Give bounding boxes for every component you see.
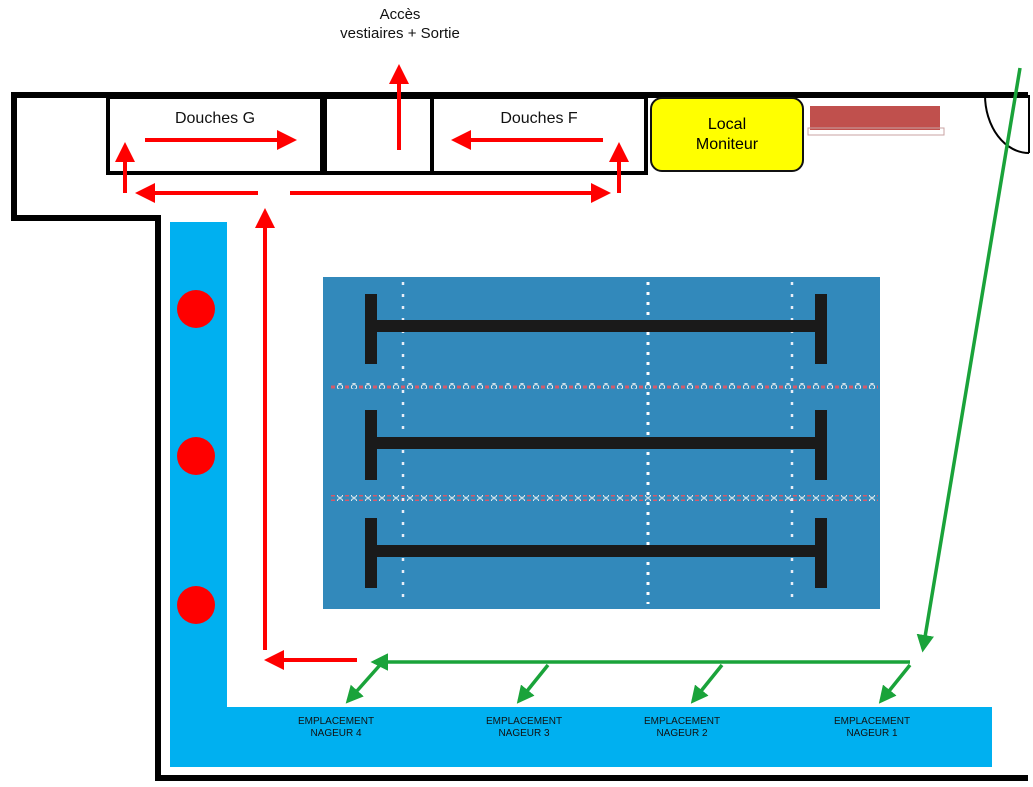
deck-bottom <box>170 707 992 767</box>
bench <box>810 106 940 130</box>
lane-line <box>365 437 827 449</box>
exit-flow <box>345 67 1022 704</box>
emplacement-nageur-2: EMPLACEMENT NAGEUR 2 <box>622 716 742 740</box>
douches-g-label: Douches G <box>174 110 256 127</box>
emplacement-line2: NAGEUR 1 <box>846 728 898 739</box>
local-moniteur-box: Local Moniteur <box>650 97 804 172</box>
marker-dot <box>177 437 215 475</box>
emplacement-line1: EMPLACEMENT <box>485 716 563 727</box>
lane-line <box>365 320 827 332</box>
lane-line <box>365 545 827 557</box>
acces-line1: Accès <box>379 6 421 23</box>
emplacement-line1: EMPLACEMENT <box>297 716 375 727</box>
emplacement-nageur-3: EMPLACEMENT NAGEUR 3 <box>464 716 584 740</box>
marker-dot <box>177 586 215 624</box>
vestiaire-passage <box>323 95 434 175</box>
emplacement-line2: NAGEUR 2 <box>656 728 708 739</box>
acces-vestiaires-label: Accès vestiaires + Sortie <box>300 6 500 44</box>
emplacement-nageur-4: EMPLACEMENT NAGEUR 4 <box>276 716 396 740</box>
marker-dot <box>177 290 215 328</box>
emplacement-line1: EMPLACEMENT <box>643 716 721 727</box>
lane-rope <box>330 383 878 389</box>
lane-rope <box>330 495 878 501</box>
douches-f-label: Douches F <box>500 110 578 127</box>
emplacement-nageur-1: EMPLACEMENT NAGEUR 1 <box>812 716 932 740</box>
pool <box>323 277 880 609</box>
emplacement-line2: NAGEUR 3 <box>498 728 550 739</box>
emplacement-line2: NAGEUR 4 <box>310 728 362 739</box>
local-line1: Local <box>707 116 747 134</box>
acces-line2: vestiaires + Sortie <box>340 24 460 42</box>
local-line2: Moniteur <box>695 135 759 153</box>
emplacement-line1: EMPLACEMENT <box>833 716 911 727</box>
entry-flow <box>115 64 629 670</box>
door-swing <box>984 94 1030 154</box>
